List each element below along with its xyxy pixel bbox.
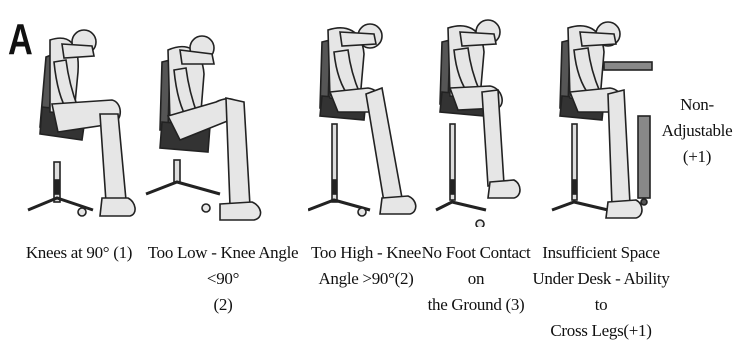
sitting-person-knees-90-icon [8,12,138,227]
figure-no-foot-contact [432,12,562,227]
caption-line: Insufficient Space [530,240,672,266]
side-label-line: (+1) [655,144,739,170]
sitting-person-too-high-icon [308,12,438,227]
non-adjustable-label: Non-Adjustable (+1) [655,92,739,170]
figure-under-desk [548,12,658,227]
figure-too-high [308,12,438,227]
caption-too-high: Too High - Knee Angle >90°(2) [310,240,422,292]
sitting-person-too-low-icon [140,12,270,227]
caption-knees-90: Knees at 90° (1) [18,240,140,266]
caption-line: Angle >90°(2) [310,266,422,292]
sitting-person-under-desk-icon [548,12,658,227]
sitting-person-no-foot-contact-icon [432,12,562,227]
caption-no-foot-contact: No Foot Contact on the Ground (3) [418,240,534,318]
caption-line: (2) [144,292,302,318]
caption-too-low: Too Low - Knee Angle <90° (2) [144,240,302,318]
caption-line: Under Desk - Ability to [530,266,672,318]
figure-too-low [140,12,270,227]
figure-knees-90 [8,12,138,227]
caption-line: Too Low - Knee Angle <90° [144,240,302,292]
caption-line: Cross Legs(+1) [530,318,672,344]
caption-under-desk: Insufficient Space Under Desk - Ability … [530,240,672,344]
caption-line: No Foot Contact on [418,240,534,292]
caption-line: the Ground (3) [418,292,534,318]
side-label-line: Non-Adjustable [655,92,739,144]
caption-line: Too High - Knee [310,240,422,266]
caption-line: Knees at 90° (1) [26,243,132,262]
